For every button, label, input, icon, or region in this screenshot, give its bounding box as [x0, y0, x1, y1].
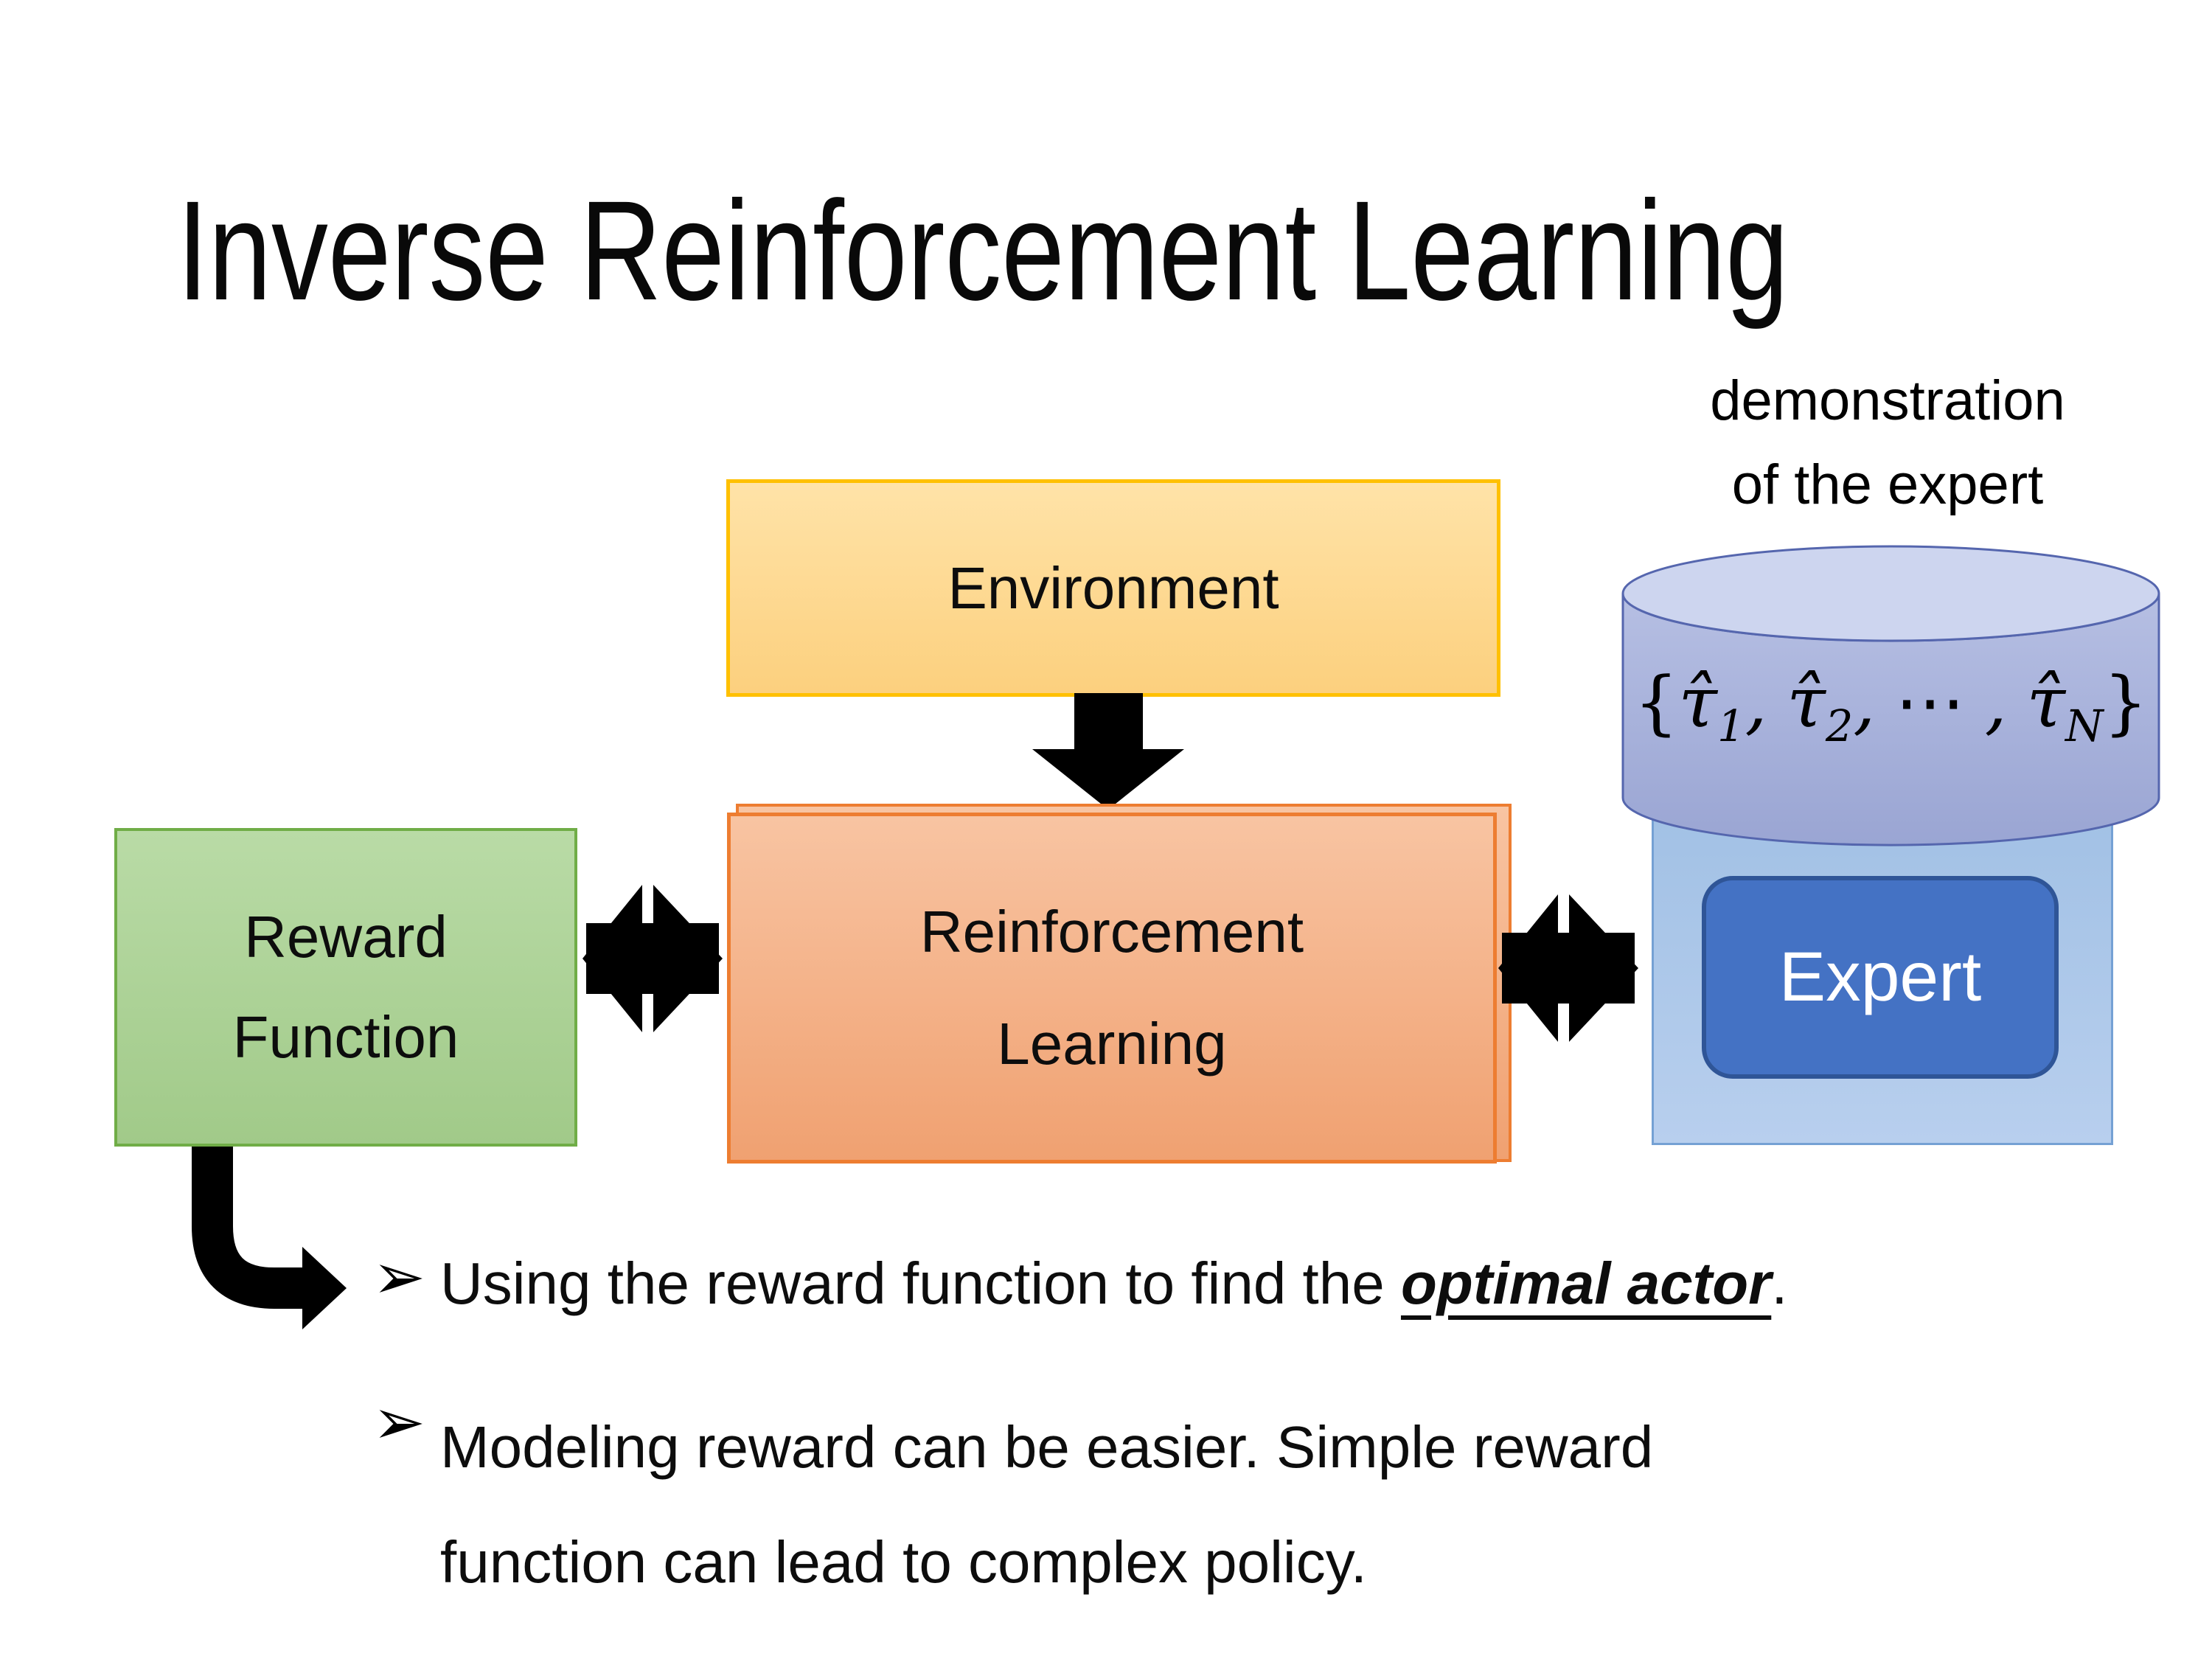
double-arrow-icon-left [582, 885, 723, 1032]
reinforcement-learning-box: Reinforcement Learning [727, 813, 1497, 1164]
reward-function-box: Reward Function [114, 828, 577, 1147]
environment-label: Environment [947, 554, 1279, 621]
demonstration-database-cylinder [1621, 545, 2160, 846]
reward-function-label: Reward Function [233, 887, 459, 1088]
formula-comma2: , [1853, 662, 1876, 743]
bullet-2-line2: function can lead to complex policy. [440, 1529, 1367, 1595]
formula-comma3: , [1984, 662, 2007, 743]
formula-sub2: 2 [1825, 700, 1854, 751]
reinforcement-learning-label-line1: Reinforcement [919, 899, 1304, 964]
demonstration-label-line2: of the expert [1731, 453, 2044, 516]
demonstration-label: demonstration of the expert [1585, 359, 2190, 527]
formula-dots: ⋯ [1895, 662, 1966, 743]
reinforcement-learning-label: Reinforcement Learning [920, 876, 1304, 1100]
bullet-1-pre: Using the reward function to find the [440, 1251, 1401, 1316]
expert-label: Expert [1778, 938, 1982, 1016]
bullet-2-line1: Modeling reward can be easier. Simple re… [440, 1414, 1654, 1480]
bullet-item-1: ➢ Using the reward function to find the … [372, 1240, 2053, 1323]
formula-comma1: , [1745, 662, 1767, 743]
bullet-2-text: Modeling reward can be easier. Simple re… [440, 1390, 2053, 1620]
formula-sub1: 1 [1717, 700, 1745, 751]
bullet-arrowhead-icon: ➢ [372, 1385, 426, 1459]
bullet-1-emphasis: optimal actor [1400, 1251, 1772, 1316]
trajectory-set-formula: {τ̂1,τ̂2,⋯,τ̂N} [1620, 662, 2162, 751]
reward-function-label-line1: Reward [244, 904, 448, 970]
page-title: Inverse Reinforcement Learning [177, 171, 1789, 330]
reward-function-label-line2: Function [232, 1004, 459, 1070]
reinforcement-learning-label-line2: Learning [997, 1011, 1227, 1077]
formula-open-brace: { [1633, 662, 1679, 743]
bullet-arrowhead-icon: ➢ [372, 1240, 426, 1314]
bullet-1-post: . [1771, 1251, 1788, 1316]
expert-box: Expert [1702, 876, 2059, 1079]
demonstration-label-line1: demonstration [1710, 369, 2065, 432]
environment-box: Environment [726, 479, 1500, 697]
formula-tauN: τ̂ [2026, 662, 2066, 743]
down-arrow-icon [1032, 693, 1184, 810]
bullet-1-text: Using the reward function to find the op… [440, 1245, 2053, 1323]
elbow-arrow-icon [192, 1147, 347, 1329]
formula-subN: N [2065, 700, 2104, 751]
formula-tau2: τ̂ [1787, 662, 1826, 743]
double-arrow-icon-right [1498, 894, 1638, 1042]
formula-tau1: τ̂ [1678, 662, 1717, 743]
formula-close-brace: } [2103, 662, 2149, 743]
bullet-item-2: ➢ Modeling reward can be easier. Simple … [372, 1385, 2053, 1620]
